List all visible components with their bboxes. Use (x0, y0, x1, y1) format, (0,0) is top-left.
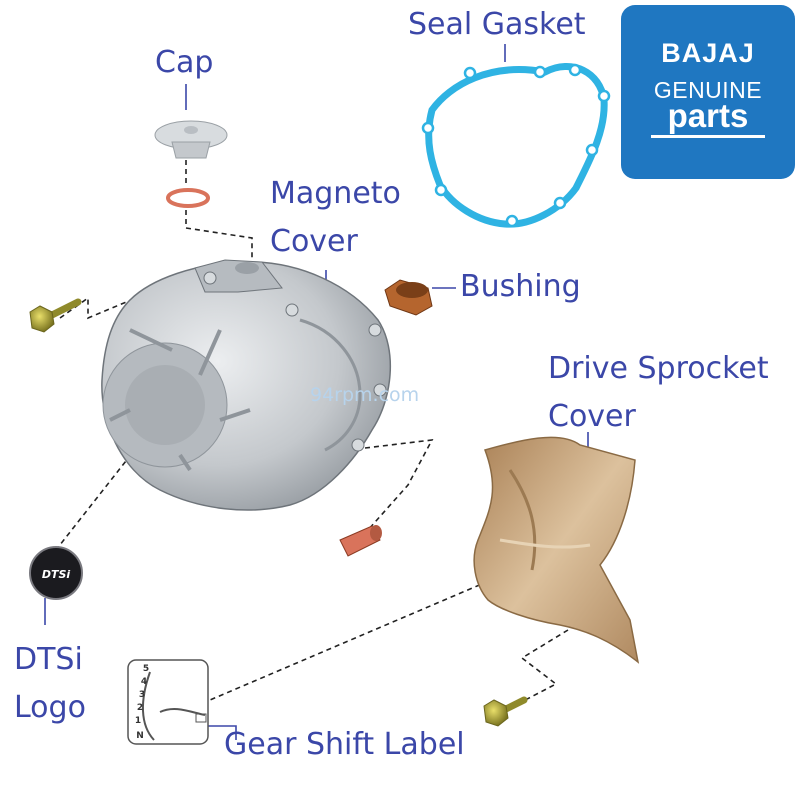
bajaj-genuine-parts-logo: BAJAJ GENUINE parts (621, 5, 795, 179)
gear-position-n: N (136, 731, 144, 741)
brand-line2: GENUINE (653, 77, 763, 103)
drive-sprocket-cover-part (473, 436, 640, 664)
label-magneto-cover-line1: Magneto (270, 176, 401, 211)
bushing-part (384, 279, 433, 316)
label-drive-sprocket-line2: Cover (548, 399, 636, 434)
label-cap: Cap (155, 45, 214, 80)
seal-gasket-part (421, 63, 611, 228)
brand-underline (651, 135, 765, 138)
brand-name: BAJAJ (661, 38, 755, 68)
dowel-part (339, 525, 382, 557)
label-bushing: Bushing (460, 269, 581, 304)
gear-shift-label-part: 5 4 3 2 1 N (127, 659, 209, 745)
label-magneto-cover-line2: Cover (270, 224, 358, 259)
gear-position-4: 4 (141, 677, 147, 687)
o-ring-part (166, 188, 210, 208)
label-gear-shift: Gear Shift Label (224, 727, 465, 762)
dtsi-logo-part: DTSi (29, 546, 83, 600)
gear-position-3: 3 (139, 690, 145, 700)
dtsi-logo-text: DTSi (42, 568, 71, 581)
magneto-cover-part (101, 259, 392, 511)
cap-part (154, 120, 228, 159)
bolt-part-left (29, 298, 82, 333)
bolt-part-bottom (483, 696, 528, 727)
watermark-text: 94rpm.com (310, 384, 420, 406)
gear-position-2: 2 (137, 703, 143, 713)
brand-line3: parts (667, 97, 749, 134)
gear-position-1: 1 (135, 716, 141, 726)
label-dtsi-line1: DTSi (14, 642, 83, 677)
label-dtsi-line2: Logo (14, 690, 86, 725)
gear-position-5: 5 (143, 664, 149, 674)
label-seal-gasket: Seal Gasket (408, 7, 586, 42)
label-drive-sprocket-line1: Drive Sprocket (548, 351, 769, 386)
